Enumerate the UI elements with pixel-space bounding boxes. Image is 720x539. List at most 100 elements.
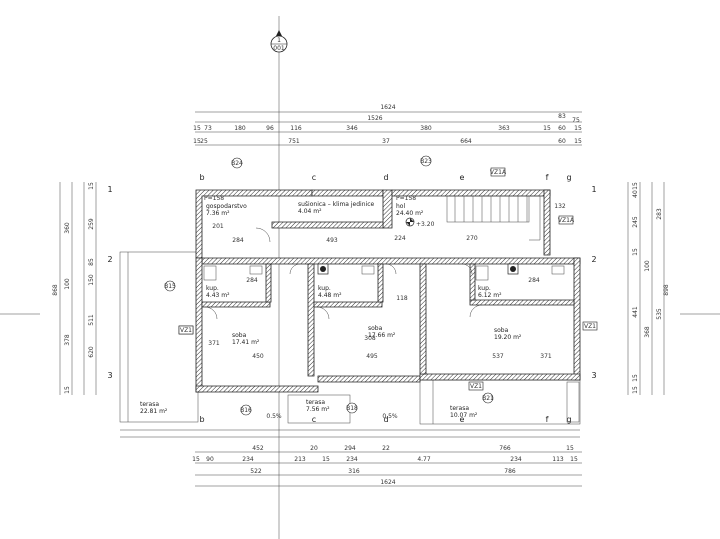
bottom-dim-row3-value: 316 <box>348 468 360 475</box>
left-dim-inner: 85 <box>88 258 95 266</box>
right-dim-part: 245 <box>632 216 639 228</box>
door-tag-circle <box>482 392 494 404</box>
element-tag: VZ1A <box>558 217 575 224</box>
tag-box <box>582 321 598 331</box>
left-dim-inner: 511 <box>88 314 95 326</box>
room-code: P=158 <box>396 195 416 202</box>
top-dim-row3-value: 60 <box>558 125 566 132</box>
top-dim-row3-value: 73 <box>204 125 212 132</box>
top-dim-row3-value: 380 <box>420 125 432 132</box>
terraces <box>119 251 581 438</box>
door-tag-circle <box>420 155 432 167</box>
room-area: 10.07 m² <box>450 412 478 419</box>
room-name: gospodarstvo <box>206 203 247 210</box>
left-dim-part: 15 <box>64 386 71 394</box>
inner-dimension: 537 <box>492 353 504 360</box>
bottom-dim-row1-value: 294 <box>344 445 356 452</box>
room-area: 7.36 m² <box>206 210 230 217</box>
element-tags: VZ1VZ1AVZ1AVZ1VZ1VZ1B24B23B16B18B21B150.… <box>164 155 598 420</box>
room-name: soba <box>232 332 247 339</box>
right-dim-part: 40 <box>632 190 639 198</box>
top-dim-row3-value: 346 <box>346 125 358 132</box>
bottom-dim-row3-value: 786 <box>504 468 516 475</box>
top-dim-row3-value: 15 <box>543 125 551 132</box>
grid-row-label: 1 <box>107 185 112 194</box>
grid-column-label: g <box>566 173 571 182</box>
top-dim-row4-value: 751 <box>288 138 300 145</box>
right-dim-part: 15 <box>632 182 639 190</box>
left-dim-overall: 868 <box>52 284 59 296</box>
top-dim-row2-right: 83 <box>558 113 566 120</box>
inner-dimension: 371 <box>208 340 220 347</box>
door-tag: B21 <box>482 395 494 402</box>
right-dim-part: 15 <box>632 248 639 256</box>
slope-label: 0.5% <box>382 413 398 420</box>
room-area: 19.20 m² <box>494 334 522 341</box>
door-tag: B24 <box>231 160 243 167</box>
element-tag: VZ1 <box>180 327 192 334</box>
bottom-dim-row1-value: 452 <box>252 445 264 452</box>
bottom-dim-row2-value: 213 <box>294 456 306 463</box>
grid-column-label-bottom: b <box>199 415 204 424</box>
left-dim-part: 378 <box>64 334 71 346</box>
bottom-dim-row2-value: 234 <box>346 456 358 463</box>
grid-column-label: f <box>546 173 549 182</box>
room-name: sušionica – klima jedinice <box>298 201 374 208</box>
top-dim-row3-value: 15 <box>574 125 582 132</box>
inner-dimension: 284 <box>528 277 540 284</box>
room-name: kup. <box>478 285 491 292</box>
top-dim-overall: 1624 <box>380 104 395 111</box>
left-dim-inner: 150 <box>88 274 95 286</box>
bottom-dim-row1-value: 766 <box>499 445 511 452</box>
room-area: 17.66 m² <box>368 332 396 339</box>
inner-dimension: 270 <box>466 235 478 242</box>
right-dim-part: 15 <box>632 374 639 382</box>
bottom-dim-row2-value: 4.77 <box>417 456 431 463</box>
grid-column-label-bottom: f <box>546 415 549 424</box>
element-tag: VZ1A <box>490 169 507 176</box>
right-dim-part: 15 <box>632 386 639 394</box>
building-walls <box>195 189 581 393</box>
bottom-dim-row3-value: 522 <box>250 468 262 475</box>
grid-column-label: b <box>199 173 204 182</box>
inner-dimension: 493 <box>326 237 338 244</box>
top-dim-row3-value: 363 <box>498 125 510 132</box>
top-dim-row4-left-value: 15 <box>193 138 201 145</box>
room-code: P=158 <box>204 195 224 202</box>
inner-dimension: 224 <box>394 235 406 242</box>
left-dim-part: 100 <box>64 278 71 290</box>
section-marker: 1 001 <box>270 16 288 539</box>
staircase <box>446 195 541 241</box>
inner-dimension: 201 <box>212 223 224 230</box>
bottom-dim-row1-value: 20 <box>310 445 318 452</box>
grid-column-label-bottom: c <box>312 415 316 424</box>
section-marker-sheet: 001 <box>273 45 285 52</box>
door-tag: B23 <box>420 158 432 165</box>
grid-row-label: 3 <box>107 371 112 380</box>
grid-column-label: d <box>383 173 388 182</box>
right-dim-overall: 898 <box>663 284 670 296</box>
grid-column-label-bottom: e <box>460 415 465 424</box>
inner-dimension: 308 <box>364 335 376 342</box>
bathroom-fixtures <box>203 263 565 281</box>
room-name: soba <box>494 327 509 334</box>
top-dim-row2-total: 1526 <box>367 115 382 122</box>
right-dim-part: 100 <box>644 260 651 272</box>
grid-column-label-bottom: g <box>566 415 571 424</box>
room-name: kup. <box>318 285 331 292</box>
bottom-dim-row2-value: 234 <box>242 456 254 463</box>
grid-column-label-bottom: d <box>383 415 388 424</box>
bottom-dim-row2-value: 90 <box>206 456 214 463</box>
bottom-dim-overall: 1624 <box>380 479 395 486</box>
door-tag-circle <box>164 280 176 292</box>
top-dim-row3-value: 96 <box>266 125 274 132</box>
top-dim-row4-value: 15 <box>574 138 582 145</box>
grid-row-label: 2 <box>107 255 112 264</box>
room-area: 4.04 m² <box>298 208 322 215</box>
